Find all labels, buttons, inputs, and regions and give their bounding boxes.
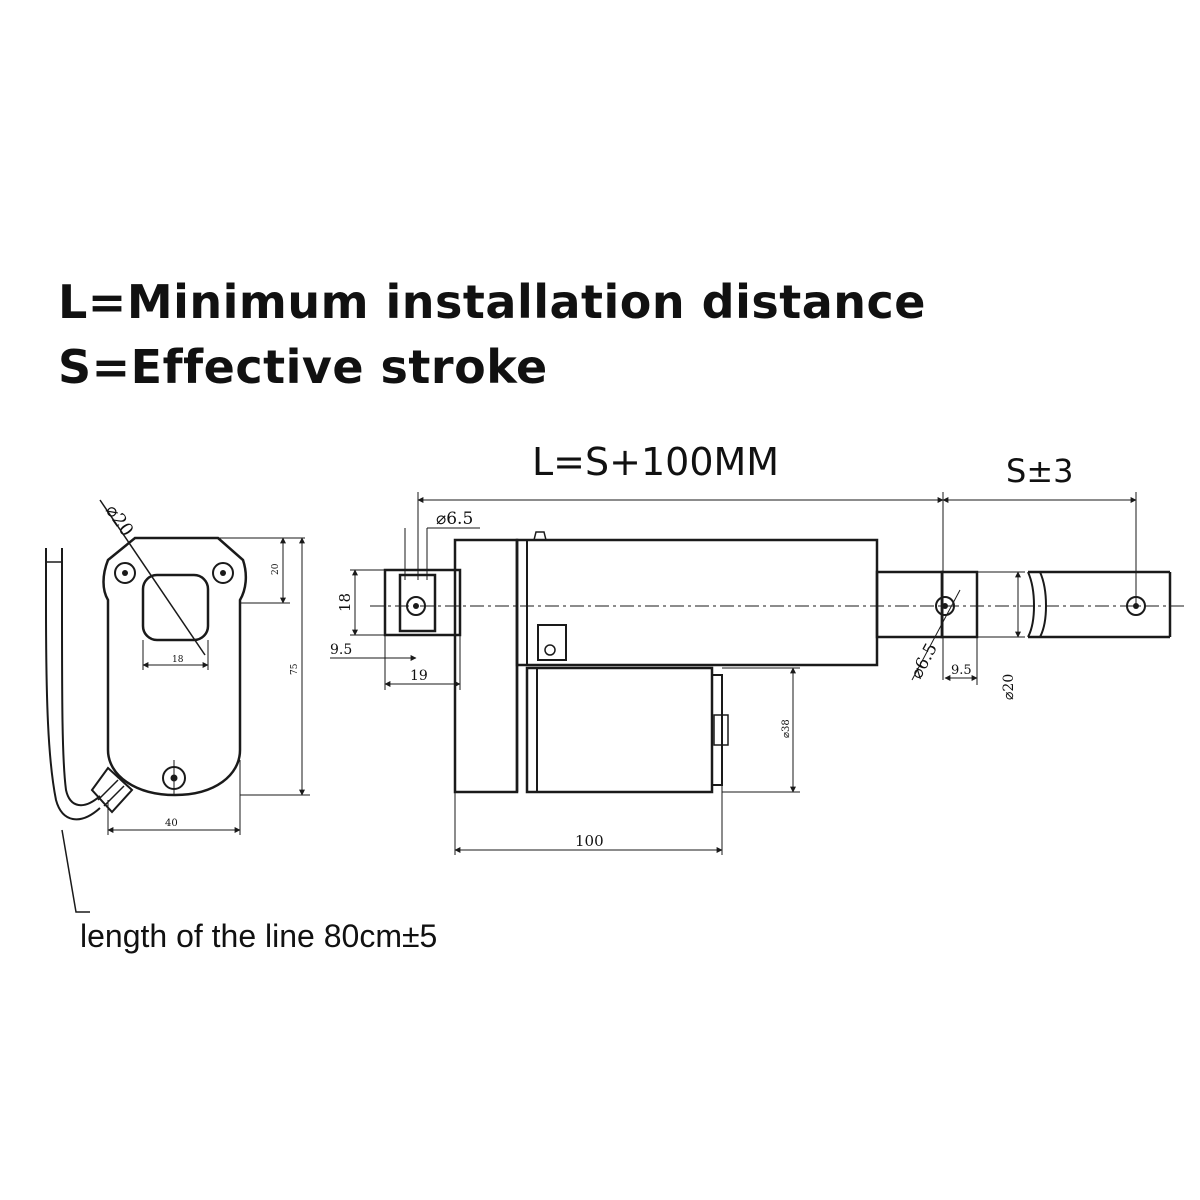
mount-hole-right-center (220, 570, 226, 576)
dim-18v-label: 18 (336, 593, 354, 612)
mount-hole-right-icon (212, 562, 234, 584)
end-view: ⌀20 18 40 20 75 (45, 499, 310, 913)
dim-18-label: 18 (172, 655, 184, 665)
side-view: ⌀6.5 18 9.5 19 (330, 492, 1185, 855)
dia-20-leader (99, 499, 206, 656)
rod-break-left (1027, 571, 1035, 638)
cable-wire-outer (45, 548, 101, 821)
motor-body (525, 666, 714, 794)
tube-screw (533, 531, 547, 541)
legend-s-definition: S=Effective stroke (58, 340, 548, 394)
end-view-housing (102, 536, 248, 797)
dia-20-label: ⌀20 (101, 501, 138, 541)
rear-clevis-eye (398, 573, 437, 633)
mount-hole-left-center (122, 570, 128, 576)
dim-100-label: 100 (575, 832, 604, 850)
legend-l-definition: L=Minimum installation distance (58, 275, 926, 329)
bracket-hole (544, 644, 556, 656)
dim-75-label: 75 (290, 663, 300, 675)
cable-length-note: length of the line 80cm±5 (80, 918, 438, 954)
dim-9-5f-label: 9.5 (951, 663, 972, 678)
dim-38-label: ⌀38 (781, 719, 792, 738)
side-bracket (537, 624, 567, 661)
stroke-tolerance-label: S±3 (1006, 452, 1074, 490)
mount-hole-left-icon (114, 562, 136, 584)
dim-40-label: 40 (165, 818, 178, 829)
cable-wire-inner (61, 548, 101, 806)
dim-20-label: 20 (271, 563, 281, 575)
motor-endcap (711, 674, 723, 786)
front-hole-leader (911, 589, 961, 681)
outer-tube (515, 538, 879, 667)
gearbox-housing (453, 538, 519, 794)
dim-9-5-label: 9.5 (330, 642, 352, 658)
rear-clevis (383, 568, 462, 637)
length-formula: L=S+100MM (532, 440, 780, 484)
gland-ring-1 (97, 779, 119, 801)
rod-break-right (1039, 571, 1047, 638)
cable-gland (90, 766, 134, 814)
dim-19-label: 19 (410, 668, 428, 684)
dim-rod-label: ⌀20 (1001, 674, 1017, 700)
piston-rod (875, 570, 944, 639)
center-boss (141, 573, 210, 642)
motor-terminal (713, 714, 729, 746)
front-hole-label: ⌀6.5 (907, 640, 942, 682)
rod-end (940, 570, 979, 639)
rear-hole-label: ⌀6.5 (436, 509, 473, 529)
gland-ring-2 (103, 785, 125, 807)
extended-hole-center (1133, 603, 1139, 609)
cable-note-leader (61, 829, 90, 913)
